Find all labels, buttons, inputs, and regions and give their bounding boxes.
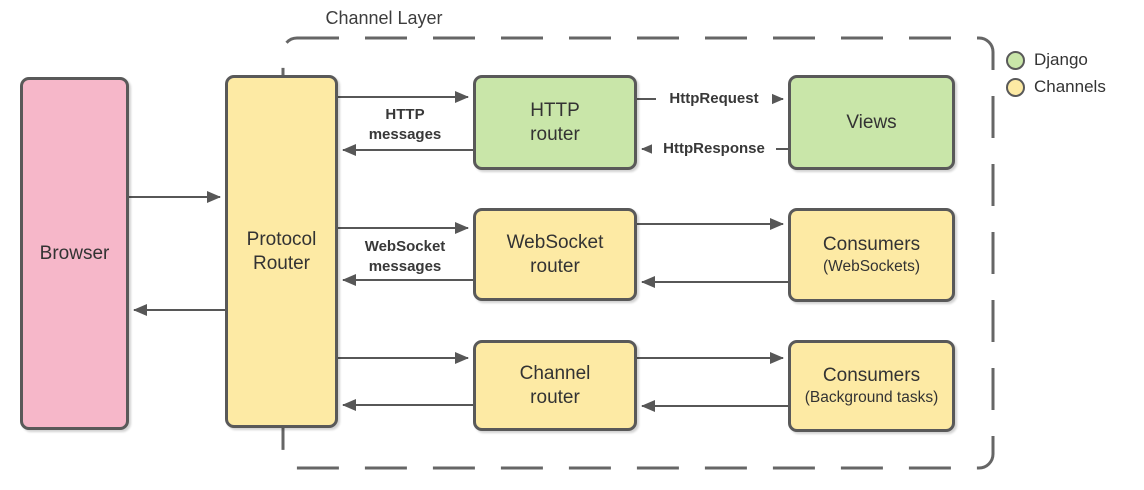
legend-item-django: Django [1006, 50, 1106, 70]
edge-label-httprequest: HttpRequest [656, 90, 772, 108]
node-consumers-background-subtitle: (Background tasks) [804, 389, 939, 407]
node-consumers-websockets: Consumers (WebSockets) [788, 208, 955, 302]
node-browser: Browser [20, 77, 129, 430]
edge-label-http-messages: HTTP messages [368, 106, 442, 144]
channel-layer-boundary [281, 36, 995, 470]
legend-channels-label: Channels [1034, 77, 1106, 96]
edge-label-websocket-messages: WebSocket messages [364, 238, 446, 276]
node-browser-label: Browser [39, 242, 110, 264]
node-consumers-websockets-title: Consumers [822, 234, 921, 256]
legend-item-channels: Channels [1006, 77, 1106, 97]
node-channel-router: Channel router [473, 340, 637, 431]
node-views: Views [788, 75, 955, 170]
channel-layer-title: Channel Layer [325, 8, 443, 28]
channels-color-swatch-icon [1006, 77, 1025, 97]
django-color-swatch-icon [1006, 50, 1025, 70]
node-consumers-websockets-subtitle: (WebSockets) [822, 258, 921, 276]
node-views-label: Views [846, 111, 897, 133]
node-consumers-background: Consumers (Background tasks) [788, 340, 955, 432]
node-websocket-router: WebSocket router [473, 208, 637, 301]
node-consumers-background-title: Consumers [822, 365, 921, 387]
legend-django-label: Django [1034, 50, 1088, 69]
node-http-router: HTTP router [473, 75, 637, 170]
node-protocol-router: Protocol Router [225, 75, 338, 428]
node-channel-router-label: Channel router [519, 362, 591, 408]
node-protocol-router-label: Protocol Router [246, 228, 317, 274]
node-websocket-router-label: WebSocket router [506, 231, 604, 277]
edge-label-httpresponse: HttpResponse [652, 140, 776, 158]
legend: Django Channels [1006, 50, 1106, 104]
node-http-router-label: HTTP router [530, 99, 580, 145]
